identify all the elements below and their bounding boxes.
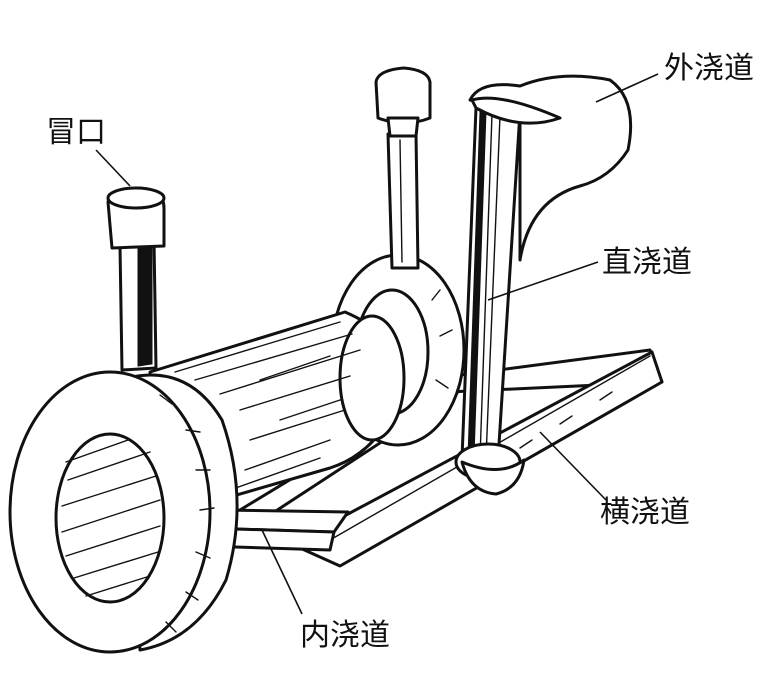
- leader-pouring-basin: [595, 73, 659, 103]
- label-ingate: 内浇道: [300, 618, 390, 653]
- riser-rear: [374, 66, 432, 270]
- front-flange: [8, 370, 239, 654]
- label-runner: 横浇道: [600, 495, 690, 530]
- label-sprue: 直浇道: [602, 245, 692, 280]
- label-riser: 冒口: [46, 115, 106, 150]
- riser-left: [106, 186, 166, 372]
- leader-ingate: [261, 529, 303, 615]
- sprue-assembly: [454, 74, 633, 496]
- leader-riser: [95, 149, 131, 187]
- leader-runner: [539, 431, 607, 501]
- label-pouring-basin: 外浇道: [664, 51, 754, 86]
- leader-sprue: [487, 261, 599, 301]
